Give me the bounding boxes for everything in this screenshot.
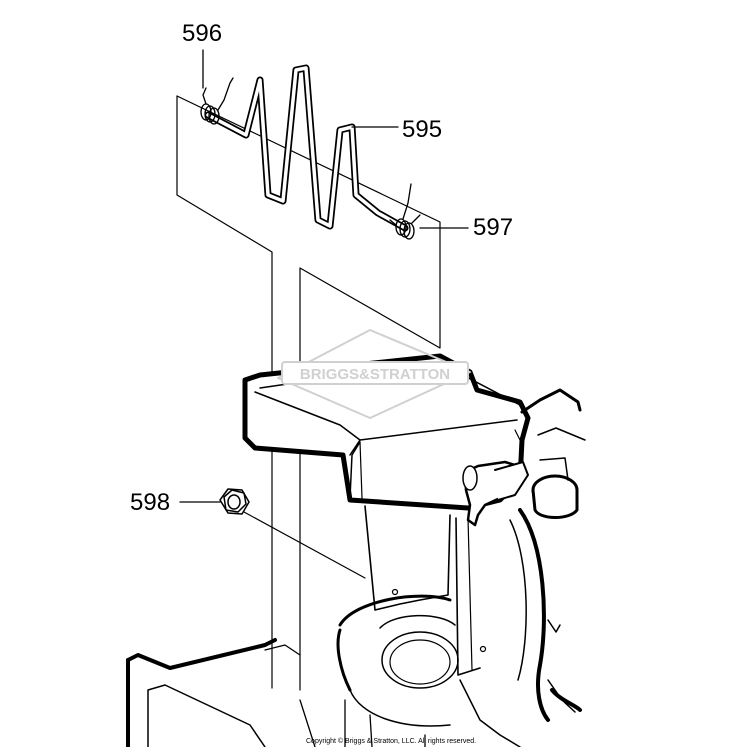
hex-nut-598 [219, 488, 250, 515]
callout-598: 598 [130, 489, 171, 516]
callout-597: 597 [473, 214, 514, 241]
lower-housing [126, 594, 576, 747]
spring-596 [200, 77, 234, 125]
copyright-notice: Copyright © Briggs & Stratton, LLC. All … [306, 738, 477, 745]
engine-right-side [509, 388, 586, 722]
watermark-text: BRIGGS&STRATTON [300, 366, 450, 383]
bracket-assembly [242, 353, 531, 676]
watermark-logo: BRIGGS&STRATTON [277, 329, 471, 419]
leader-lines [179, 49, 469, 503]
callout-595: 595 [402, 116, 443, 143]
callout-596: 596 [182, 20, 223, 47]
wire-spring-595 [204, 64, 409, 232]
spring-597 [389, 183, 421, 240]
